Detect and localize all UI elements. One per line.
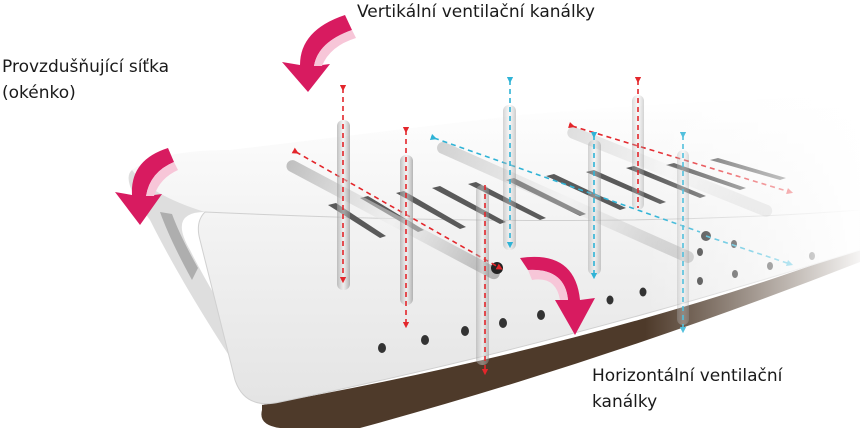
label-mesh-line2: (okénko): [2, 83, 76, 103]
label-vertical-text: Vertikální ventilační kanálky: [357, 2, 595, 22]
label-mesh-line1: Provzdušňující síťka: [2, 57, 170, 77]
label-vertical-channels: Vertikální ventilační kanálky: [357, 0, 595, 25]
label-horizontal-channels: Horizontální ventilační kanálky: [592, 363, 782, 415]
label-horizontal-line1: Horizontální ventilační: [592, 366, 783, 386]
label-ventilation-mesh: Provzdušňující síťka (okénko): [2, 54, 169, 106]
label-horizontal-line2: kanálky: [592, 392, 658, 412]
